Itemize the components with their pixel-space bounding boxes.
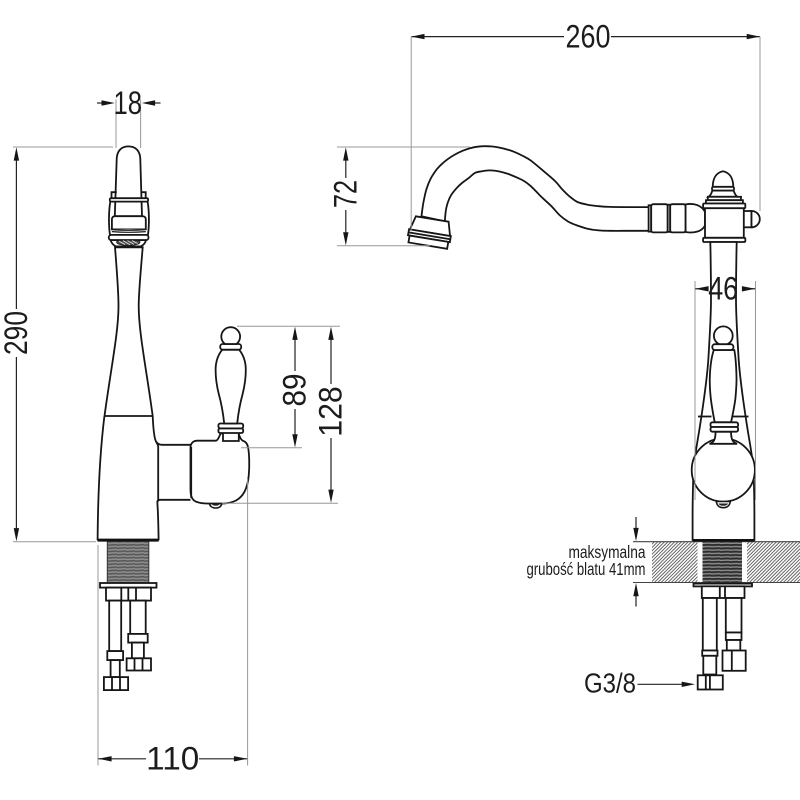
svg-text:G3/8: G3/8 [584, 667, 636, 698]
svg-text:128: 128 [313, 386, 349, 437]
svg-text:maksymalna: maksymalna [569, 542, 646, 562]
svg-text:72: 72 [327, 180, 363, 208]
svg-text:grubość blatu 41mm: grubość blatu 41mm [527, 559, 646, 579]
svg-text:110: 110 [146, 740, 199, 776]
svg-text:89: 89 [277, 374, 313, 407]
svg-text:260: 260 [566, 18, 611, 54]
svg-text:290: 290 [0, 311, 34, 355]
svg-text:46: 46 [708, 271, 738, 307]
svg-text:18: 18 [113, 85, 142, 121]
